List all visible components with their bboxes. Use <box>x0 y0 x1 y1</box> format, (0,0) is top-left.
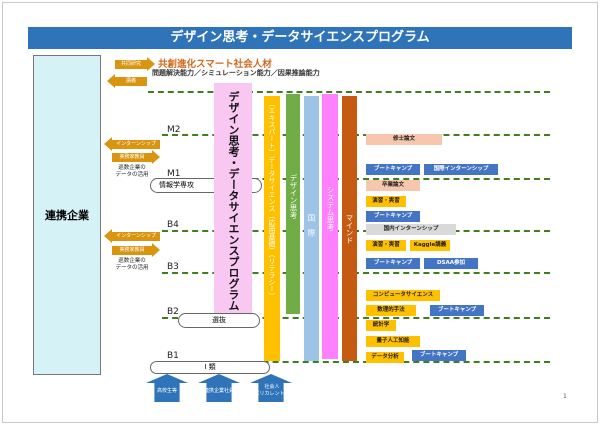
level-line-b1 <box>162 361 550 363</box>
arrow-left-icon <box>104 229 112 243</box>
level-line-top <box>148 91 550 93</box>
data-analysis-tag: データ分析 <box>366 352 404 363</box>
internship-arrow: インターンシップ <box>112 232 160 241</box>
mindset-column: マインド <box>342 96 357 361</box>
system-thinking-column: システム思考 <box>322 94 338 359</box>
partner-company-box: 連携企業 <box>33 55 101 375</box>
data-science-column-label: （エキスパート）データサイエンス（応用基礎）（リテラシー） <box>268 100 276 300</box>
class-1-pill: Ⅰ 類 <box>150 361 270 374</box>
level-label-m2: M2 <box>167 125 181 135</box>
practitioner-teacher-arrow: 実務家教員 <box>112 153 152 162</box>
exercise-tag: 演習・実習 <box>366 196 406 207</box>
graduation-thesis-tag: 卒業論文 <box>366 180 420 191</box>
arrow-left-icon <box>107 74 115 88</box>
selection-pill: 選抜 <box>178 313 260 328</box>
global-internship-tag: 国際インターンシップ <box>424 164 498 175</box>
bootcamp-tag: ブートキャンプ <box>366 164 420 175</box>
master-thesis-tag: 修士論文 <box>366 134 442 145</box>
computer-science-tag: コンピュータサイエンス <box>366 290 440 301</box>
page-title: デザイン思考・データサイエンスプログラム <box>28 27 572 49</box>
arrow-left-icon <box>104 137 112 151</box>
design-thinking-column-label: デザイン思考 <box>289 174 298 219</box>
company-data-note: 巡数企業の データの活用 <box>115 258 149 271</box>
practitioner-teacher-arrow: 実務家教員 <box>112 246 152 255</box>
up-arrow-icon <box>198 374 240 402</box>
bootcamp-tag: ブートキャンプ <box>412 350 466 361</box>
bootcamp-tag: ブートキャンプ <box>430 305 484 316</box>
goal-title: 共創進化スマート社会人材 <box>158 59 272 70</box>
bootcamp-tag: ブートキャンプ <box>366 211 420 222</box>
international-column-label: 国 際 <box>307 214 316 237</box>
program-column-label: デザイン思考・データサイエンスプログラム <box>227 91 240 311</box>
arrow-right-icon <box>152 243 160 257</box>
statistics-tag: 統計学 <box>366 320 396 331</box>
working-adult-label: 社会人 （リカレント） <box>254 384 290 397</box>
data-science-column: （エキスパート）データサイエンス（応用基礎）（リテラシー） <box>264 96 280 361</box>
bottom-arrows <box>146 374 292 402</box>
lecture-arrow: 講義 <box>115 77 147 86</box>
bootcamp-tag: ブートキャンプ <box>366 258 420 269</box>
arrow-right-icon <box>147 57 155 71</box>
up-arrow-icon <box>146 374 188 402</box>
high-school-label: 高校生等 <box>156 388 177 394</box>
level-label-b1: B1 <box>167 351 179 361</box>
page-number: 1 <box>563 393 567 400</box>
arrow-right-icon <box>152 150 160 164</box>
level-label-b3: B3 <box>167 262 179 272</box>
level-label-m1: M1 <box>167 169 181 179</box>
joint-research-arrow: 共同研究 <box>115 60 147 69</box>
partner-employee-label: 連携企業社員 <box>203 388 234 394</box>
level-label-b2: B2 <box>167 307 179 317</box>
quantum-ai-tag: 量子人工知能 <box>366 336 420 347</box>
internship-arrow: インターンシップ <box>112 140 160 149</box>
company-data-note: 巡数企業の データの活用 <box>115 165 149 178</box>
program-column: デザイン思考・データサイエンスプログラム <box>214 83 252 313</box>
kaggle-lecture-tag: Kaggle講義 <box>410 240 450 251</box>
goal-subtitle: 問題解決能力／シミュレーション能力／因果推論能力 <box>152 69 320 77</box>
partner-company-label: 連携企業 <box>45 209 89 222</box>
up-arrow-icon <box>250 374 292 402</box>
design-thinking-column: デザイン思考 <box>286 94 300 314</box>
mindset-column-label: マインド <box>345 214 354 244</box>
level-label-b4: B4 <box>167 220 179 230</box>
math-methods-tag: 数理的手法 <box>366 305 416 316</box>
international-column: 国 際 <box>304 96 319 361</box>
system-thinking-column-label: システム思考 <box>326 186 335 231</box>
domestic-internship-tag: 国内インターンシップ <box>366 224 456 235</box>
exercise-tag: 演習・実習 <box>366 240 406 251</box>
dsaa-tag: DSAA参加 <box>424 258 478 269</box>
